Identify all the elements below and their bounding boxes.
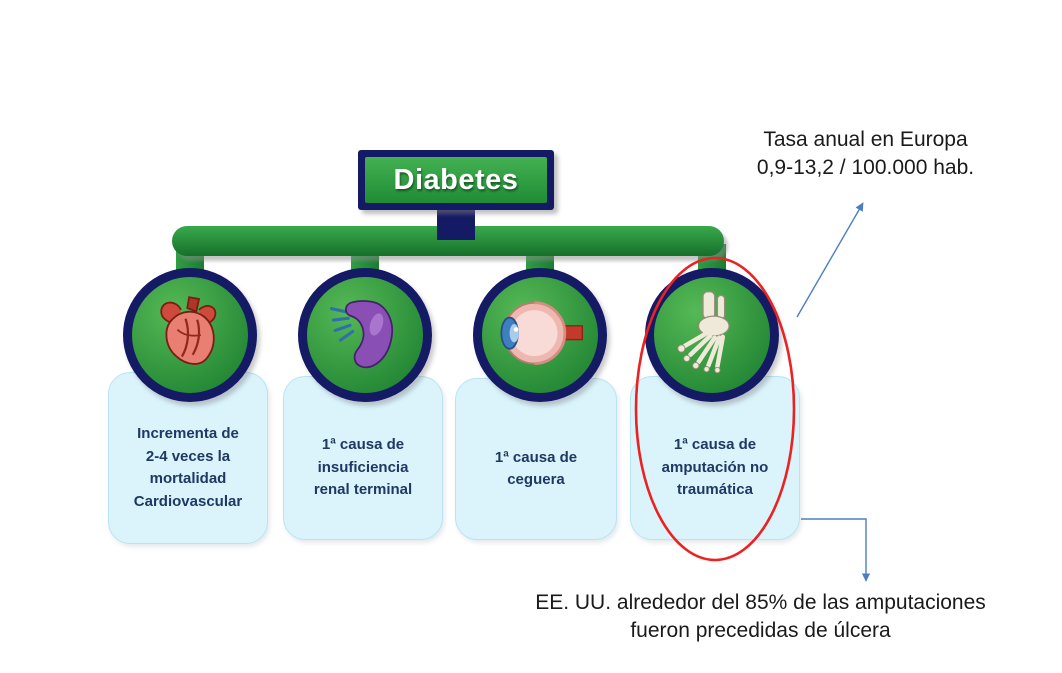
europe-rate-line1: Tasa anual en Europa bbox=[763, 128, 968, 151]
usa-amputations-line2: fueron precedidas de úlcera bbox=[630, 619, 891, 643]
card-renal: 1ª causa de insuficiencia renal terminal bbox=[283, 376, 443, 540]
foot-circle bbox=[645, 268, 779, 402]
kidney-icon bbox=[330, 300, 394, 369]
heart-circle bbox=[123, 268, 257, 402]
diabetes-title-panel: Diabetes bbox=[365, 157, 547, 203]
card-cardiovascular: Incrementa de 2-4 veces la mortalidad Ca… bbox=[108, 372, 268, 544]
eye-circle bbox=[473, 268, 607, 402]
kidney-circle bbox=[298, 268, 432, 402]
connector-trunk bbox=[437, 204, 475, 240]
diabetes-title: Diabetes bbox=[393, 163, 519, 196]
usa-amputations-annotation: EE. UU. alrededor del 85% de las amputac… bbox=[468, 589, 1053, 646]
europe-rate-arrow bbox=[796, 202, 864, 318]
card-blindness-label: 1ª causa de ceguera bbox=[494, 448, 578, 489]
eye-icon bbox=[500, 301, 584, 365]
usa-amputations-line1: EE. UU. alrededor del 85% de las amputac… bbox=[535, 591, 986, 614]
heart-icon bbox=[160, 296, 217, 365]
europe-rate-line2: 0,9-13,2 / 100.000 hab. bbox=[756, 156, 975, 180]
card-renal-label: 1ª causa de insuficiencia renal terminal bbox=[313, 436, 413, 499]
europe-rate-annotation: Tasa anual en Europa 0,9-13,2 / 100.000 … bbox=[698, 126, 1033, 183]
usa-amputations-arrow bbox=[801, 518, 871, 582]
diabetes-title-box: Diabetes bbox=[358, 150, 554, 210]
card-cardiovascular-label: Incrementa de 2-4 veces la mortalidad Ca… bbox=[133, 425, 243, 510]
card-amputation-label: 1ª causa de amputación no traumática bbox=[661, 436, 769, 499]
foot-icon bbox=[677, 291, 730, 374]
card-blindness: 1ª causa de ceguera bbox=[455, 378, 617, 540]
